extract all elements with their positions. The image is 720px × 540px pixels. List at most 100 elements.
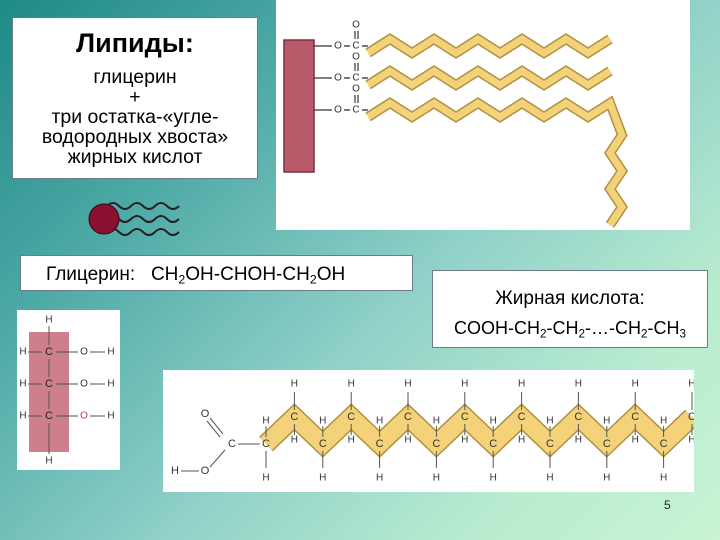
hydrogen-label: H [688,379,694,390]
ester-oxygen-label: O [334,73,342,84]
desc-line-4: водородных хвоста» [41,126,229,148]
hydrogen-label: H [461,435,468,446]
desc-line-5: жирных кислот [67,146,203,168]
hydrogen-label: H [433,416,440,427]
hydrogen-label: H [45,456,52,467]
carbon-label: C [489,438,497,450]
hydrogen-label: H [107,347,114,358]
fatty-chain [366,34,612,58]
hydrogen-label: H [575,379,582,390]
hydrogen-label: H [348,435,355,446]
ester-oxygen-label: O [334,41,342,52]
hydrogen-label: H [107,379,114,390]
oxygen-label: O [80,379,88,390]
hydrogen-label: H [660,473,667,484]
carbon-label: C [688,411,694,423]
carbon-label: C [347,411,355,423]
hydrogen-label: H [575,435,582,446]
hydrogen-label: H [404,435,411,446]
hydrogen-label: H [546,416,553,427]
ester-carbon-label: C [352,41,359,52]
hydrogen-label: H [660,416,667,427]
hydrogen-label: H [319,473,326,484]
hydrogen-label: H [490,416,497,427]
fatty-chain [366,66,612,90]
oxygen-label: O [80,347,88,358]
hydrogen-label: H [490,473,497,484]
fatty-acid-label: Жирная кислота: [495,288,645,309]
glycerol-formula-box: Глицерин: CH2OH-CHOH-CH2OH [20,255,413,291]
ester-carbon-label: C [352,105,359,116]
hydrogen-label: H [546,473,553,484]
carbon-label: C [319,438,327,450]
carbon-label: C [432,438,440,450]
hydrogen-label: H [518,379,525,390]
fatty-acid-formula: COOH-CH2-CH2-…-CH2-CH3 [453,318,687,341]
carbon-label: C [603,438,611,450]
hydrogen-label: H [632,435,639,446]
lipid-head-icon [88,203,120,235]
hydrogen-label: H [376,473,383,484]
desc-line-2: + [129,86,141,108]
hydrogen-label: H [632,379,639,390]
hydrogen-label: H [45,315,52,326]
ester-carbon-label: C [352,73,359,84]
glycerol-label: Глицерин: [46,264,136,285]
carbon-label: C [574,411,582,423]
hydroxyl-oxygen-label: O [201,465,210,477]
carbon-label: C [45,410,53,422]
hydrogen-label: H [688,435,694,446]
hydrogen-label: H [19,411,26,422]
oxygen-label: O [80,411,88,422]
carbon-label: C [376,438,384,450]
hydrogen-label: H [291,435,298,446]
carbon-label: C [546,438,554,450]
carbon-label: C [660,438,668,450]
hydrogen-label: H [518,435,525,446]
glycerol-structure-diagram: H C H O H C H O H C H O H H [17,310,120,470]
hydrogen-label: H [19,347,26,358]
hydrogen-label: H [319,416,326,427]
description: глицерин + три остатка-«угле- водородных… [13,67,257,167]
lipid-icon [88,202,180,236]
fatty-chain [260,405,694,456]
carbon-label: C [404,411,412,423]
hydrogen-label: H [461,379,468,390]
hydrogen-label: H [433,473,440,484]
hydrogen-label: H [404,379,411,390]
carbon-label: C [262,438,270,450]
glycerol-formula: CH2OH-CHOH-CH2OH [150,264,346,287]
title-box: Липиды: глицерин + три остатка-«угле- во… [12,17,258,179]
carbonyl-oxygen-label: O [352,52,360,63]
carbon-label: C [518,411,526,423]
hydrogen-label: H [262,473,269,484]
carbon-label: C [290,411,298,423]
carbonyl-oxygen-label: O [201,408,210,420]
carbon-label: C [45,378,53,390]
desc-line-3: три остатка-«угле- [51,106,219,128]
glycerol-backbone [283,39,315,173]
hydrogen-label: H [376,416,383,427]
hydrogen-label: H [291,379,298,390]
hydrogen-label: H [19,379,26,390]
hydrogen-label: H [262,416,269,427]
hydrogen-label: H [603,473,610,484]
carbon-label: C [45,346,53,358]
carbon-label: C [631,411,639,423]
fatty-acid-box: Жирная кислота: COOH-CH2-CH2-…-CH2-CH3 [432,270,708,348]
carbon-label: C [461,411,469,423]
hydrogen-label: H [603,416,610,427]
hydrogen-label: H [107,411,114,422]
hydrogen-label: H [348,379,355,390]
slide-number: 5 [664,498,671,512]
carbonyl-oxygen-label: O [352,84,360,95]
desc-line-1: глицерин [93,66,177,88]
ester-oxygen-label: O [334,105,342,116]
title: Липиды: [76,28,194,58]
hydrogen-label: H [171,465,179,477]
carbon-label: C [228,438,236,450]
carbonyl-oxygen-label: O [352,20,360,31]
fatty-chain [366,97,627,227]
